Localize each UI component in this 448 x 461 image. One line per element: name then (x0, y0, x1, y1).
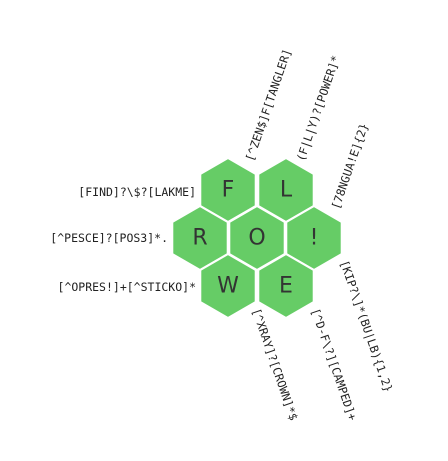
hex-shape[interactable] (228, 204, 286, 272)
clue-diag-up-3: [78NGUA!E]{2} (329, 121, 372, 211)
clue-diag-down-1: [^XRAY]?[CROWN]*$ (249, 306, 301, 422)
clue-diag-down-3: [KIP?\]*(BU|LB){1,2} (337, 258, 395, 393)
clue-row-1: [FIND]?\$?[LAKME] (78, 185, 196, 199)
clue-diag-up-1: [^ZEN$]F[TANGLER] (243, 47, 295, 163)
clue-diag-down-2: [^D-F\?][CAMPED]+ (308, 306, 360, 422)
clue-row-2: [^PESCE]?[POS3]*. (50, 231, 168, 245)
clue-diag-up-2: (F|L|Y)?[POWER]* (294, 54, 343, 163)
hex-shape[interactable] (257, 252, 315, 320)
clue-row-3: [^OPRES!]+[^STICKO]* (58, 280, 196, 294)
hex-shape[interactable] (199, 252, 257, 320)
